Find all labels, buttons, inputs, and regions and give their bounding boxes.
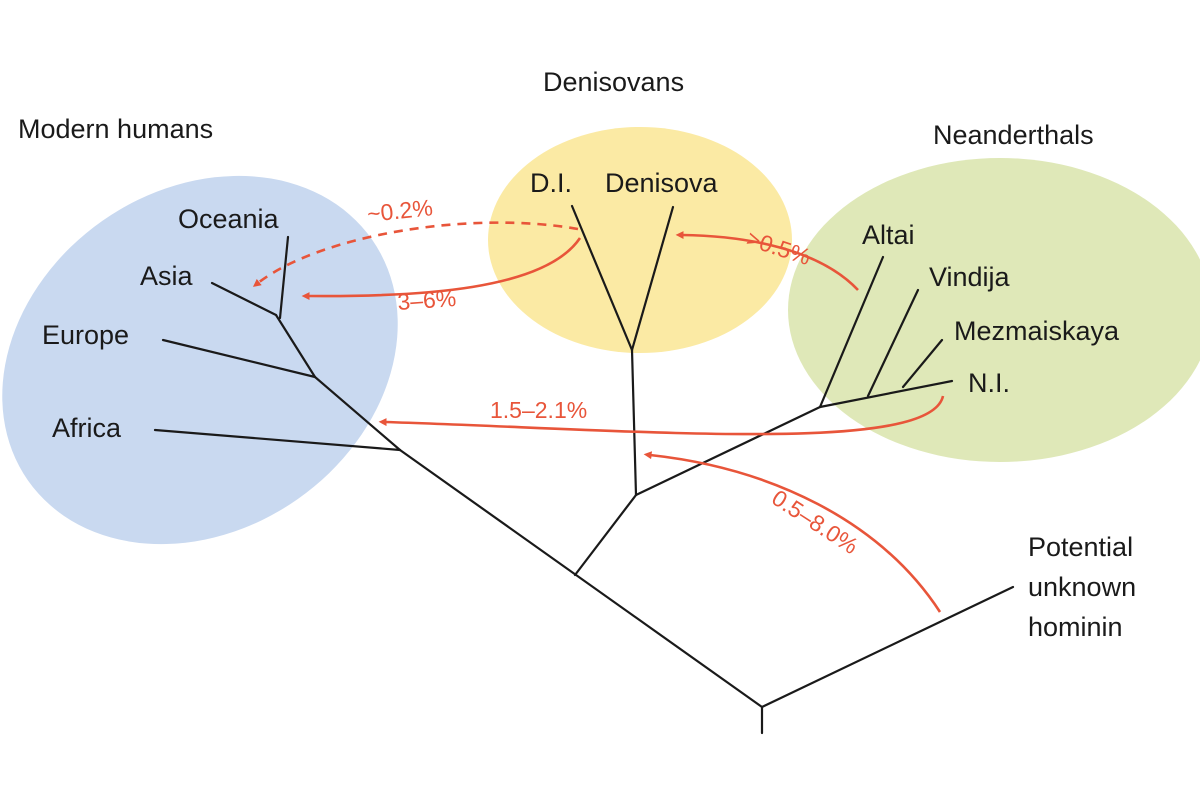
gene-flow-label-denisovan-to-oceania: 3–6% — [397, 285, 457, 315]
taxon-label-altai: Altai — [862, 220, 915, 250]
group-label-denisovans: Denisovans — [543, 67, 684, 97]
gene-flow-arrow-denisovan-to-asia — [252, 221, 579, 287]
modern-humans-region — [2, 175, 398, 545]
taxon-label-africa: Africa — [52, 413, 122, 443]
neanderthals-region — [788, 158, 1200, 462]
tree-branches — [153, 204, 1015, 735]
taxon-label-europe: Europe — [42, 320, 129, 350]
taxon-label-ni: N.I. — [968, 368, 1010, 398]
taxon-label-di: D.I. — [530, 168, 572, 198]
taxon-label-mezmaiskaya: Mezmaiskaya — [954, 316, 1120, 346]
gene-flow-arrow-neanderthal-to-denisovan — [675, 231, 859, 291]
gene-flow-arrow-neanderthal-to-modern — [378, 395, 945, 436]
denisovans-region — [488, 127, 792, 353]
taxon-label-unknown-hominin-line-3: hominin — [1028, 612, 1123, 642]
gene-flow-arrow-unknown-to-denisovan — [643, 451, 942, 613]
taxon-label-unknown-hominin-line-1: Potential — [1028, 532, 1133, 562]
taxon-label-denisova: Denisova — [605, 168, 719, 198]
group-label-neanderthals: Neanderthals — [933, 120, 1094, 150]
group-label-modern-humans: Modern humans — [18, 114, 213, 144]
gene-flow-label-denisovan-to-asia: ~0.2% — [366, 194, 434, 227]
taxon-label-oceania: Oceania — [178, 204, 280, 234]
gene-flow-label-neanderthal-to-modern: 1.5–2.1% — [490, 397, 587, 423]
taxon-label-asia: Asia — [140, 261, 194, 291]
taxon-label-unknown-hominin-line-2: unknown — [1028, 572, 1136, 602]
taxon-label-vindija: Vindija — [929, 262, 1011, 292]
gene-flow-arrow-denisovan-to-oceania — [301, 237, 582, 301]
